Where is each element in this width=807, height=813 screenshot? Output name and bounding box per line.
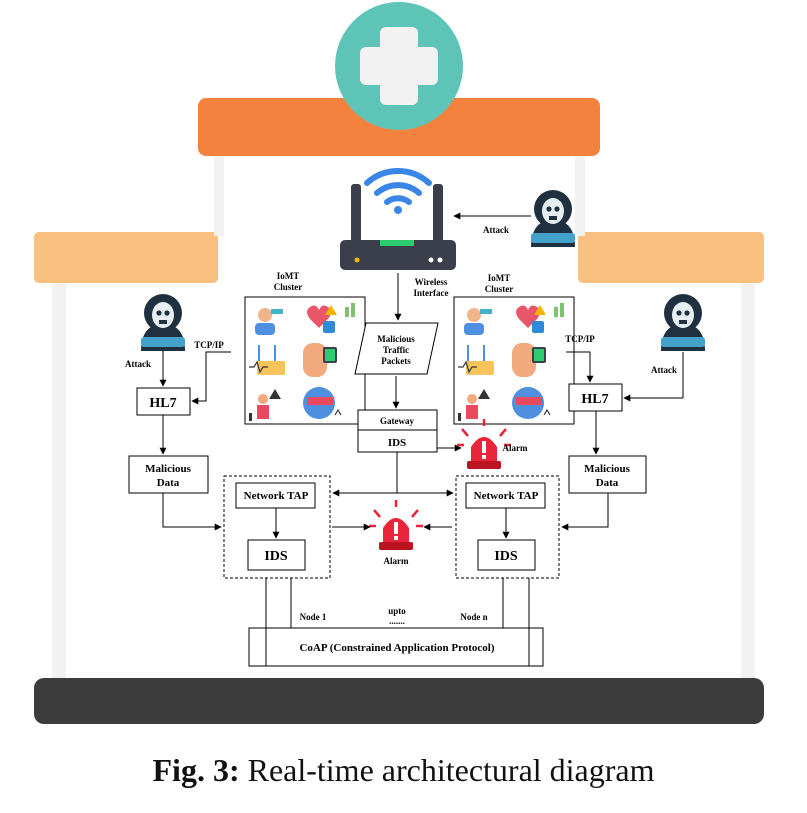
label-ids-right: IDS (494, 549, 518, 564)
label-packets-1: Malicious (377, 334, 415, 344)
malicious-data-box-right (568, 455, 647, 494)
label-wireless-1: Wireless (415, 277, 448, 287)
caption-prefix: Fig. 3: (152, 752, 240, 788)
label-hl7-left: HL7 (149, 396, 176, 411)
label-ids-left: IDS (264, 549, 288, 564)
arrow-data-to-tap-left (162, 493, 222, 531)
floor-base (34, 678, 764, 724)
hacker-icon-left (141, 294, 185, 351)
hospital-building (34, 2, 764, 724)
label-ids-gateway: IDS (388, 437, 406, 449)
iomt-devices-icon-left (244, 296, 366, 425)
iomt-devices-icon-right (453, 296, 575, 425)
label-tcpip-left: TCP/IP (194, 340, 224, 350)
medical-cross-icon (360, 27, 438, 105)
coap-box (248, 627, 544, 667)
label-tcpip-right: TCP/IP (565, 334, 595, 344)
label-upto: upto (388, 606, 406, 616)
network-tap-box-right (465, 482, 546, 509)
label-malicious-data-left-2: Data (157, 477, 180, 489)
hacker-icon-right (661, 294, 705, 351)
arrow-data-to-tap-right (561, 493, 609, 531)
malicious-packets-box (354, 322, 439, 375)
label-gateway: Gateway (380, 416, 414, 426)
label-network-tap-left: Network TAP (244, 490, 309, 502)
label-packets-3: Packets (381, 356, 411, 366)
node-n-dashed-group (455, 475, 560, 579)
hl7-box-right (568, 383, 623, 412)
left-wing-wall (52, 283, 66, 680)
label-hl7-right: HL7 (581, 392, 608, 407)
label-malicious-data-right-2: Data (596, 477, 619, 489)
label-malicious-data-right-1: Malicious (584, 463, 631, 475)
label-coap: CoAP (Constrained Application Protocol) (299, 642, 494, 654)
ids-box-right (477, 539, 536, 571)
label-node-n: Node n (460, 612, 487, 622)
left-wing-roof (34, 232, 218, 283)
label-malicious-data-left-1: Malicious (145, 463, 192, 475)
right-tower-wall (575, 156, 585, 236)
label-alarm-center: Alarm (384, 556, 409, 566)
network-tap-box-left (235, 482, 316, 509)
label-iomt-left-2: Cluster (274, 282, 303, 292)
label-node-1: Node 1 (300, 612, 327, 622)
right-wing-roof (578, 232, 764, 283)
label-attack-left: Attack (125, 359, 151, 369)
caption-text: Real-time architectural diagram (239, 752, 655, 788)
label-wireless-2: Interface (414, 288, 449, 298)
label-iomt-right-1: IoMT (488, 273, 511, 283)
ids-box-left (247, 539, 306, 571)
label-attack-top: Attack (483, 225, 509, 235)
arrow-tcpip-left (191, 351, 231, 405)
label-dots: ....... (389, 616, 405, 626)
label-network-tap-right: Network TAP (474, 490, 539, 502)
arrow-tcpip-right (566, 351, 594, 383)
alarm-siren-icon-center (367, 498, 425, 552)
right-wing-wall (741, 283, 755, 680)
label-packets-2: Traffic (383, 345, 409, 355)
label-iomt-left-1: IoMT (277, 271, 300, 281)
left-tower-wall (214, 156, 224, 236)
label-iomt-right-2: Cluster (485, 284, 514, 294)
wifi-router-icon (340, 168, 456, 270)
label-attack-right: Attack (651, 365, 677, 375)
malicious-data-box-left (128, 455, 209, 494)
hacker-icon-top (531, 190, 575, 247)
node-1-dashed-group (223, 475, 331, 579)
figure-caption: Fig. 3: Real-time architectural diagram (0, 752, 807, 789)
label-alarm-gateway: Alarm (503, 443, 528, 453)
